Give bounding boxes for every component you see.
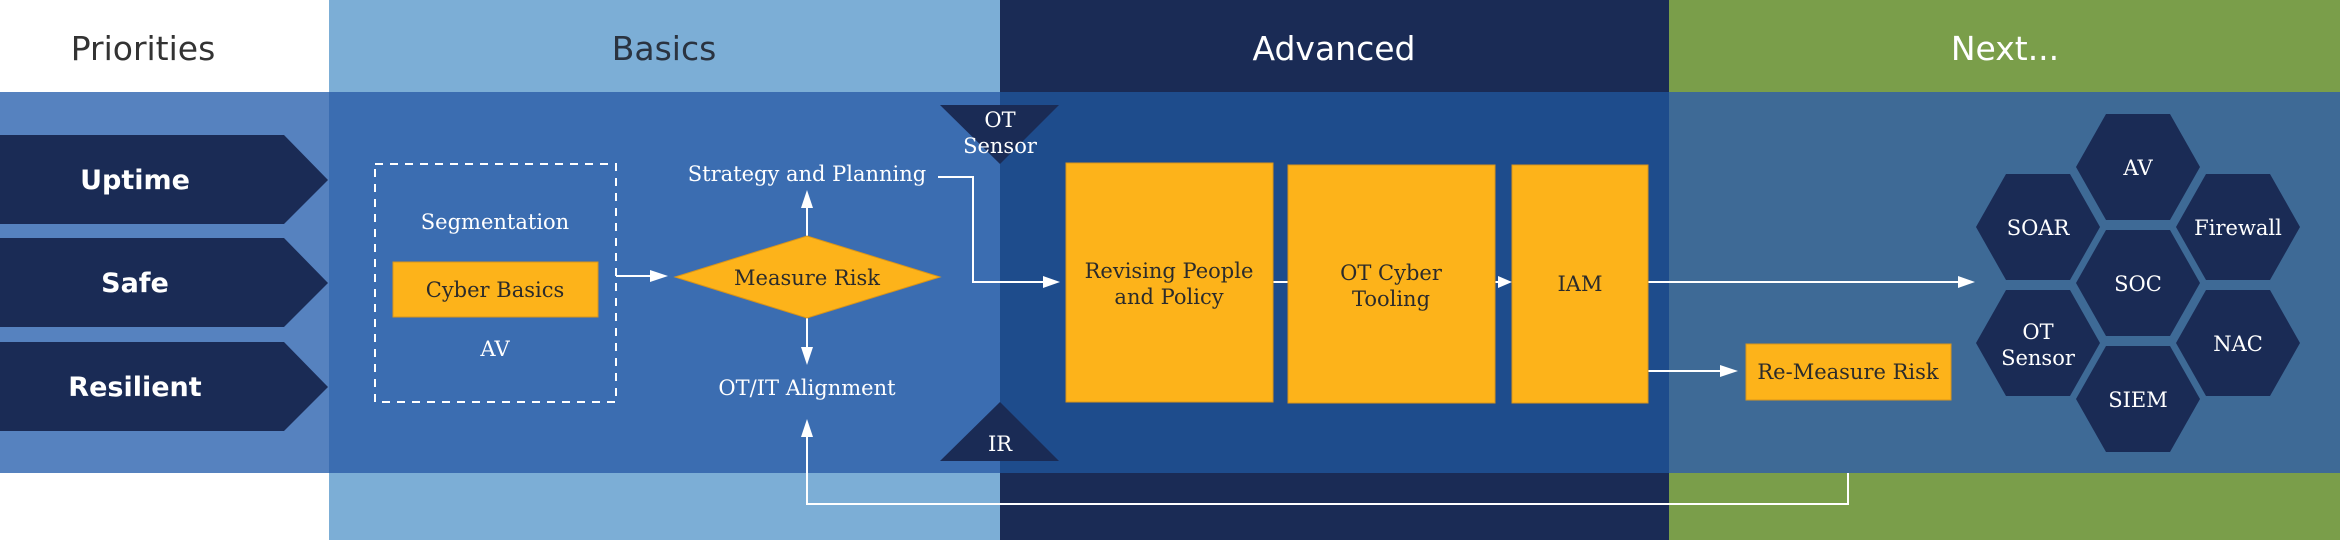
cyber-basics-label: Cyber Basics — [426, 278, 565, 302]
revising-line1: Revising People — [1085, 259, 1254, 283]
basics-group: Segmentation Cyber Basics AV — [374, 163, 617, 403]
header-basics: Basics — [612, 29, 717, 68]
hexagon-label: Firewall — [2194, 216, 2282, 240]
hexagon-nac: NAC — [2176, 290, 2300, 396]
triangle-up-shape — [940, 402, 1059, 461]
basics-header-bg — [329, 0, 1000, 92]
measure-risk-label: Measure Risk — [734, 266, 880, 290]
ot-sensor-triangle: OT Sensor — [940, 105, 1059, 164]
ot-sensor-line2: Sensor — [963, 134, 1038, 158]
hexagon-label-line2: Sensor — [2001, 346, 2076, 370]
advanced-footer-bg — [1000, 473, 1669, 540]
tooling-box: OT Cyber Tooling — [1287, 164, 1496, 404]
av-label: AV — [479, 337, 510, 361]
arrowhead-right-icon — [1720, 365, 1738, 377]
chevron-shape — [0, 238, 328, 327]
basics-footer-bg — [329, 473, 1000, 540]
priority-chevron-uptime: Uptime — [0, 135, 328, 224]
segmentation-label: Segmentation — [421, 210, 569, 234]
arrowhead-right-icon — [1498, 276, 1512, 288]
hexagon-cluster: AV SOAR Firewall SOC OT Sensor NAC SIEM — [1976, 114, 2300, 452]
hexagon-label: SOAR — [2007, 216, 2071, 240]
connector-strategy-to-revising — [938, 176, 1046, 283]
hexagon-label: NAC — [2213, 332, 2263, 356]
revising-line2: and Policy — [1114, 285, 1223, 309]
ir-label: IR — [988, 432, 1013, 456]
arrowhead-right-icon — [650, 270, 668, 282]
arrowhead-down-icon — [801, 347, 813, 365]
hexagon-firewall: Firewall — [2176, 174, 2300, 280]
hexagon-ot-sensor: OT Sensor — [1976, 290, 2100, 396]
advanced-header-bg — [1000, 0, 1669, 92]
arrowheads — [650, 190, 1975, 437]
hexagon-shape — [2076, 230, 2200, 336]
hexagon-label-line1: OT — [2022, 320, 2053, 344]
iam-label: IAM — [1558, 272, 1603, 296]
tooling-box-shape — [1287, 164, 1496, 404]
priorities-footer-bg — [0, 473, 329, 540]
priority-label: Resilient — [68, 372, 201, 403]
remeasure-label: Re-Measure Risk — [1757, 360, 1939, 384]
alignment-label: OT/IT Alignment — [718, 376, 896, 400]
connector-remeasure-feedback — [806, 434, 1849, 505]
basics-dashed-border — [374, 163, 617, 403]
hexagon-shape — [1976, 174, 2100, 280]
arrowhead-right-icon — [1043, 276, 1060, 288]
header-advanced: Advanced — [1252, 29, 1415, 68]
tooling-line2: Tooling — [1352, 287, 1430, 311]
hexagon-label: AV — [2122, 156, 2153, 180]
diamond-shape — [673, 235, 942, 319]
remeasure-box-shape — [1745, 343, 1952, 401]
header-priorities: Priorities — [71, 29, 216, 68]
hexagon-shape — [1976, 290, 2100, 396]
priority-chevron-safe: Safe — [0, 238, 328, 327]
hexagon-soc: SOC — [2076, 230, 2200, 336]
priority-label: Uptime — [80, 165, 190, 196]
ir-triangle: IR — [940, 402, 1059, 461]
header-next: Next... — [1951, 29, 2059, 68]
revising-box-shape — [1065, 162, 1274, 403]
priority-label: Safe — [101, 268, 169, 299]
arrowhead-up-icon — [801, 190, 813, 208]
hexagon-shape — [2076, 114, 2200, 220]
triangle-down-shape — [940, 105, 1059, 164]
next-header-bg — [1669, 0, 2340, 92]
next-footer-bg — [1669, 473, 2340, 540]
measure-risk-diamond: Measure Risk — [673, 235, 942, 319]
arrowhead-right-icon — [1958, 276, 1975, 288]
hexagon-shape — [2176, 174, 2300, 280]
cyber-basics-box — [392, 261, 599, 318]
tooling-line1: OT Cyber — [1340, 261, 1443, 285]
strategy-label: Strategy and Planning — [688, 162, 927, 186]
hexagon-av: AV — [2076, 114, 2200, 220]
hexagon-label: SIEM — [2108, 388, 2168, 412]
iam-box: IAM — [1511, 164, 1649, 404]
revising-box: Revising People and Policy — [1065, 162, 1274, 403]
arrowhead-up-icon — [801, 419, 813, 437]
iam-box-shape — [1511, 164, 1649, 404]
ot-sensor-line1: OT — [984, 108, 1015, 132]
connectors — [616, 176, 1960, 505]
hexagon-soar: SOAR — [1976, 174, 2100, 280]
hexagon-siem: SIEM — [2076, 346, 2200, 452]
hexagon-label: SOC — [2114, 272, 2162, 296]
priority-chevron-resilient: Resilient — [0, 342, 328, 431]
remeasure-box: Re-Measure Risk — [1745, 343, 1952, 401]
priorities-header-bg — [0, 0, 329, 92]
chevron-shape — [0, 135, 328, 224]
hexagon-shape — [2076, 346, 2200, 452]
hexagon-shape — [2176, 290, 2300, 396]
chevron-shape — [0, 342, 328, 431]
